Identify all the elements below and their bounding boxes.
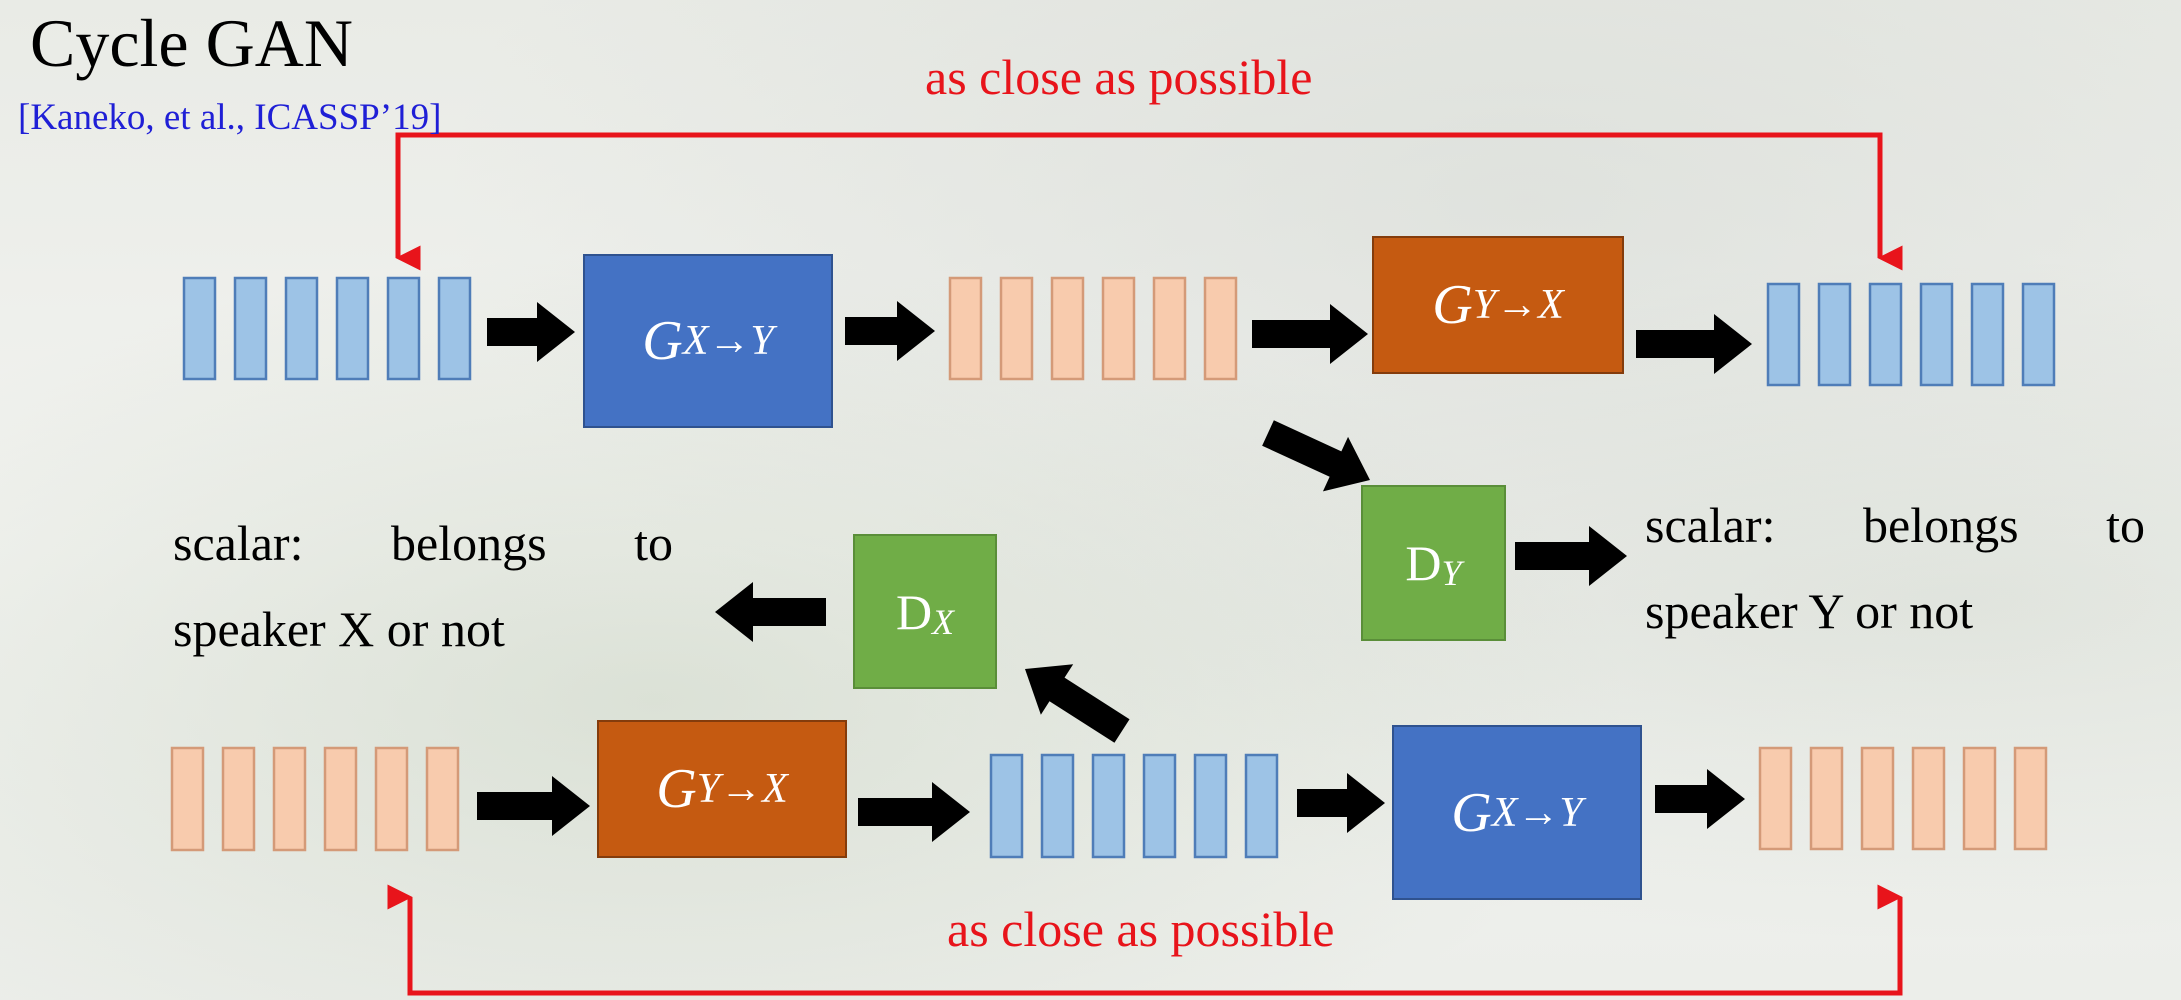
- scalar-output-y: scalar: belongs to speaker Y or not: [1645, 482, 2145, 654]
- feature-frame: [989, 753, 1024, 859]
- feature-frame: [1962, 746, 1997, 851]
- feature-frame: [1040, 753, 1075, 859]
- flow-arrow: [1297, 773, 1385, 833]
- feature-frame: [1919, 282, 1954, 387]
- discriminator-symbol: D: [895, 583, 933, 640]
- generator-symbol: G: [1432, 274, 1473, 336]
- scalar-word: to: [634, 515, 673, 571]
- feature-frame: [437, 276, 472, 381]
- flow-arrow: [1262, 420, 1371, 492]
- flow-arrow: [1024, 664, 1130, 743]
- feature-frame: [1758, 746, 1793, 851]
- feature-frame: [1860, 746, 1895, 851]
- feature-frame: [1152, 276, 1187, 381]
- feature-frame: [1868, 282, 1903, 387]
- feature-frame: [1911, 746, 1946, 851]
- feature-frame: [1050, 276, 1085, 381]
- generator-symbol: G: [642, 310, 683, 372]
- feature-frame: [1091, 753, 1126, 859]
- scalar-word: to: [2106, 497, 2145, 553]
- page-title: Cycle GAN: [30, 5, 353, 81]
- flow-arrow: [1515, 526, 1627, 586]
- flow-arrows: [477, 301, 1752, 842]
- scalar-word: belongs: [1863, 497, 2019, 553]
- top-loop-label: as close as possible: [925, 49, 1313, 105]
- generator-subscript: X→Y: [682, 318, 774, 364]
- generator-symbol: G: [656, 758, 697, 820]
- bottom-loop-label: as close as possible: [947, 901, 1335, 957]
- flow-arrow: [845, 301, 935, 361]
- feature-frame: [221, 746, 256, 852]
- discriminator-subscript: X: [932, 601, 955, 642]
- discriminator-subscript: Y: [1441, 553, 1462, 593]
- feature-sequence-top-reconstructed: [1766, 282, 2056, 387]
- scalar-line: speaker Y or not: [1645, 583, 1974, 639]
- flow-arrow: [487, 302, 575, 362]
- generator-subscript: Y→X: [696, 766, 788, 812]
- bottom-cycle-loop-arrow: [387, 884, 1903, 996]
- generator-subscript: Y→X: [1472, 282, 1564, 328]
- feature-frame: [1193, 753, 1228, 859]
- discriminator-symbol: D: [1405, 535, 1442, 591]
- scalar-word: scalar:: [173, 515, 304, 571]
- feature-frame: [1766, 282, 1801, 387]
- flow-arrow: [1655, 769, 1745, 829]
- scalar-line: speaker X or not: [173, 601, 505, 657]
- flow-arrow: [715, 582, 826, 642]
- feature-frame: [2021, 282, 2056, 387]
- scalar-word: belongs: [391, 515, 547, 571]
- flow-arrow: [1636, 314, 1752, 374]
- flow-arrow: [477, 776, 590, 836]
- scalar-output-x: scalar: belongs to speaker X or not: [173, 500, 673, 672]
- feature-frame: [1142, 753, 1177, 859]
- feature-frame: [233, 276, 268, 381]
- feature-frame: [1101, 276, 1136, 381]
- feature-frame: [1970, 282, 2005, 387]
- feature-sequence-bottom-input: [170, 746, 460, 852]
- generator-symbol: G: [1451, 781, 1492, 844]
- scalar-word: scalar:: [1645, 497, 1776, 553]
- feature-frame: [2013, 746, 2048, 851]
- feature-frame: [284, 276, 319, 381]
- feature-frame: [425, 746, 460, 852]
- flow-arrow: [1252, 304, 1368, 364]
- top-cycle-loop-arrow: [395, 132, 1903, 271]
- feature-sequence-bottom-converted: [989, 753, 1279, 859]
- citation: [Kaneko, et al., ICASSP’19]: [18, 97, 442, 138]
- feature-frame: [272, 746, 307, 852]
- feature-frame: [182, 276, 217, 381]
- flow-arrow: [858, 782, 970, 842]
- feature-frame: [374, 746, 409, 852]
- feature-frame: [1817, 282, 1852, 387]
- feature-frame: [386, 276, 421, 381]
- feature-frame: [1809, 746, 1844, 851]
- feature-frame: [1203, 276, 1238, 381]
- feature-frame: [335, 276, 370, 381]
- feature-frame: [999, 276, 1034, 381]
- feature-frame: [323, 746, 358, 852]
- feature-frame: [1244, 753, 1279, 859]
- feature-sequence-bottom-reconstructed: [1758, 746, 2048, 851]
- feature-frame: [170, 746, 205, 852]
- feature-frame: [948, 276, 983, 381]
- feature-sequence-top-converted: [948, 276, 1238, 381]
- feature-sequence-top-input: [182, 276, 472, 381]
- generator-subscript: X→Y: [1491, 789, 1583, 836]
